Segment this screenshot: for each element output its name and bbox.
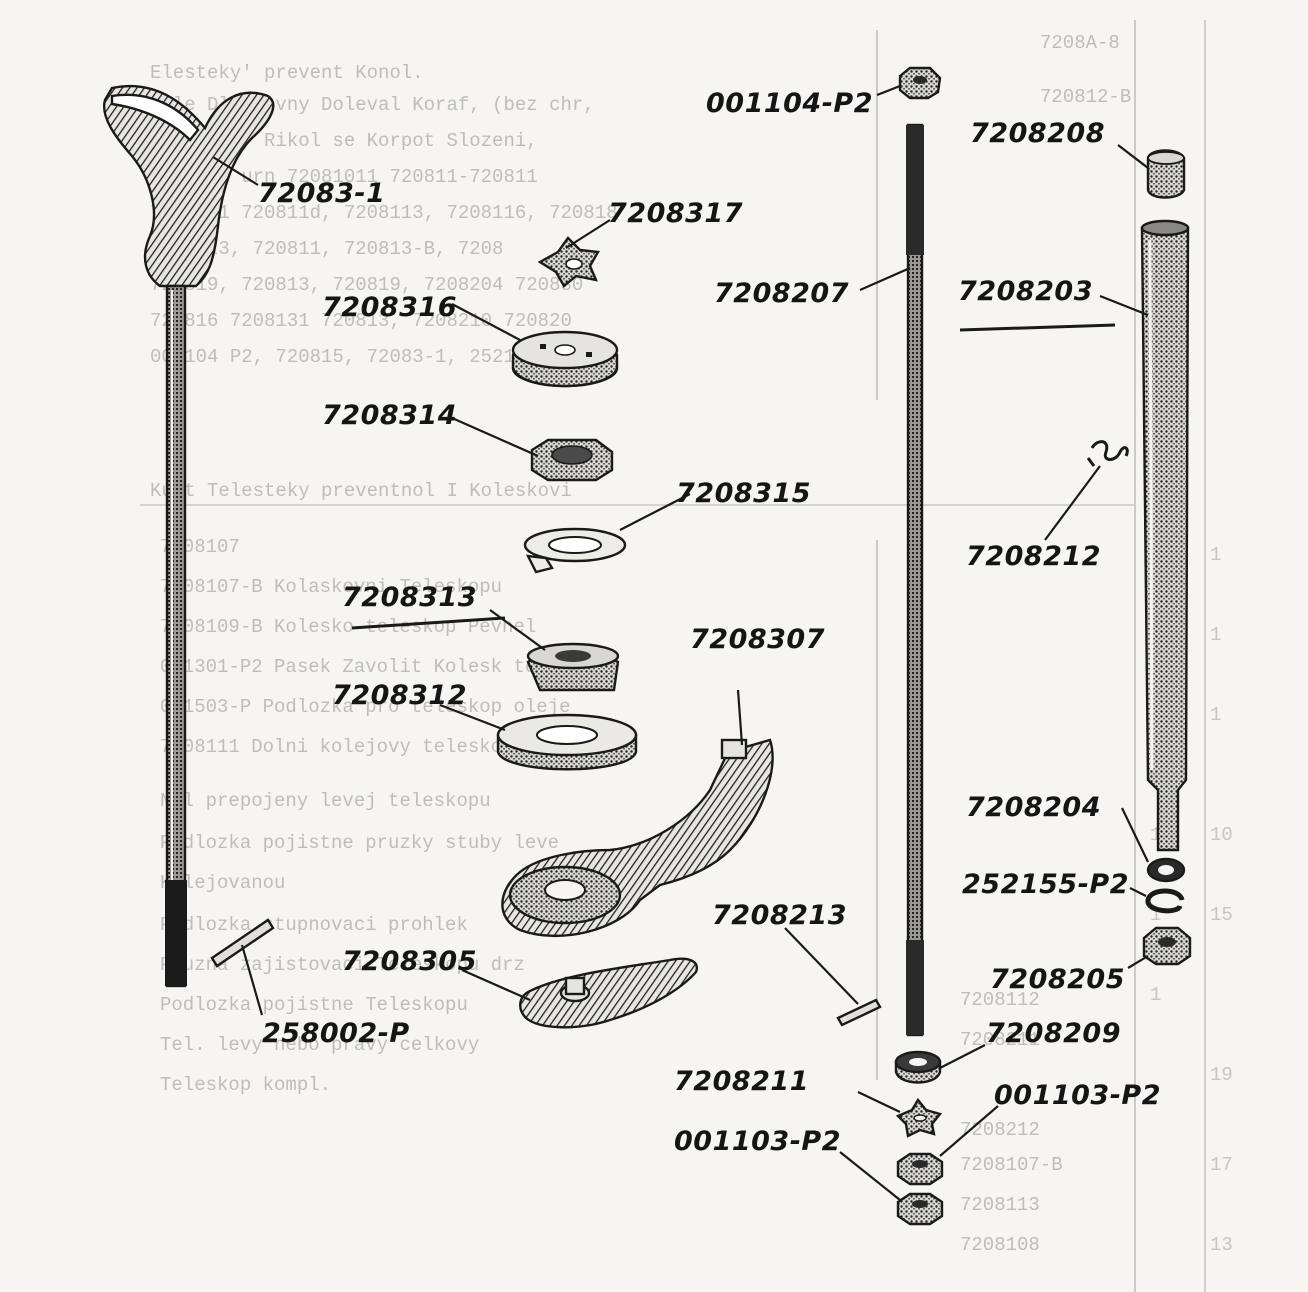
callout-258002-p: 258002-P: [262, 1018, 410, 1049]
callout-7208207: 7208207: [714, 278, 849, 309]
part-7208211-star-washer: [857, 1091, 943, 1138]
part-7208314-hex-nut: [451, 416, 614, 482]
part-72083-1-handle-rod: [102, 85, 275, 988]
svg-text:19: 19: [1210, 1064, 1233, 1086]
part-7208208-plug: [1117, 144, 1186, 199]
callout-252155-p2: 252155-P2: [962, 869, 1129, 900]
callout-7208307: 7208307: [690, 624, 825, 655]
callout-7208305: 7208305: [342, 946, 477, 977]
part-7208316-friction-disc: [451, 303, 619, 388]
part-7208313-knurled-nut: [489, 609, 620, 692]
svg-text:7208A-8: 7208A-8: [1040, 32, 1120, 54]
svg-text:Kurt Telesteky preventnol I Ko: Kurt Telesteky preventnol I Koleskovi: [150, 480, 572, 502]
svg-text:720816 7208131 720813, 7208210: 720816 7208131 720813, 7208210 720820: [150, 310, 572, 332]
svg-text:Podlozka pojistne pruzky stuby: Podlozka pojistne pruzky stuby leve: [160, 832, 559, 854]
part-7208212-spring-clip: [1044, 440, 1129, 541]
svg-text:7208113: 7208113: [960, 1194, 1040, 1216]
callout-72083-1: 72083-1: [258, 178, 385, 209]
callout-001103-p2-upper: 001103-P2: [994, 1080, 1161, 1111]
part-7208205-hex-nut: [1127, 926, 1192, 969]
part-7208315-tab-washer: [523, 493, 691, 574]
svg-text:Teleskop kompl.: Teleskop kompl.: [160, 1074, 331, 1096]
svg-text:1: 1: [1150, 824, 1161, 846]
part-7208307-lever-arm: [501, 689, 774, 938]
callout-7208312: 7208312: [332, 680, 467, 711]
callout-7208313: 7208313: [342, 582, 477, 613]
callout-7208316: 7208316: [322, 292, 457, 323]
callout-7208212: 7208212: [966, 541, 1101, 572]
part-7208209-thick-washer: [894, 1044, 986, 1084]
svg-text:Kolejovanou: Kolejovanou: [160, 872, 285, 894]
part-7208317-star-washer: [537, 219, 611, 288]
svg-text:1: 1: [1210, 544, 1221, 566]
svg-text:1: 1: [1150, 984, 1161, 1006]
part-001103-p2-nut-lower: [839, 1151, 944, 1226]
svg-text:Podlozka stupnovaci prohlek: Podlozka stupnovaci prohlek: [160, 914, 468, 936]
svg-text:001104 P2, 720815, 72083-1, 25: 001104 P2, 720815, 72083-1, 252155-P2: [150, 346, 572, 368]
callout-7208213: 7208213: [712, 900, 847, 931]
callout-7208208: 7208208: [970, 118, 1105, 149]
part-252155-p2-circlip: [1129, 887, 1185, 914]
svg-text:7208112: 7208112: [960, 989, 1040, 1011]
callout-7208314: 7208314: [322, 400, 457, 431]
callout-7208317: 7208317: [608, 198, 743, 229]
svg-text:10: 10: [1210, 824, 1233, 846]
svg-text:Elesteky' prevent Konol.: Elesteky' prevent Konol.: [150, 62, 424, 84]
callout-7208203: 7208203: [958, 276, 1093, 307]
part-7208203-outer-tube: [1099, 219, 1190, 852]
svg-text:Nil prepojeny levej teleskopu: Nil prepojeny levej teleskopu: [160, 790, 491, 812]
part-001103-p2-nut-upper: [896, 1105, 999, 1186]
svg-text:7208107-B Kolaskovni Telesko: 7208107-B Kolaskovni Teleskopu: [160, 576, 502, 598]
callout-7208209: 7208209: [986, 1018, 1121, 1049]
callout-7208211: 7208211: [674, 1066, 809, 1097]
callout-001103-p2-lower: 001103-P2: [674, 1126, 841, 1157]
callout-7208315: 7208315: [676, 478, 811, 509]
pen-mark-stroke: [351, 616, 506, 630]
svg-text:7208107-B: 7208107-B: [960, 1154, 1063, 1176]
svg-text:720819, 720813, 720819, 720820: 720819, 720813, 720819, 7208204 720830: [150, 274, 583, 296]
svg-text:1: 1: [1150, 904, 1161, 926]
part-7208305-lever-plate: [461, 957, 699, 1029]
pen-mark-stroke: [959, 323, 1116, 332]
svg-text:17: 17: [1210, 1154, 1233, 1176]
svg-text:011503-P Podlozka pro teles: 011503-P Podlozka pro teleskop oleje: [160, 696, 570, 718]
svg-text:2 desek urn 72081011 720811-72: 2 desek urn 72081011 720811-720811: [150, 166, 538, 188]
svg-text:13: 13: [1210, 1234, 1233, 1256]
svg-text:Podlozka pojistne Teleskopu: Podlozka pojistne Teleskopu: [160, 994, 468, 1016]
svg-text:001301-P2 Pasek Zavolit Kole: 001301-P2 Pasek Zavolit Kolesk teleskopu: [160, 656, 616, 678]
svg-text:7208211: 7208211: [960, 1029, 1040, 1051]
svg-text:7208108: 7208108: [960, 1234, 1040, 1256]
part-7208312-plain-washer: [439, 703, 638, 771]
part-001104-p2-cap-nut: [876, 66, 942, 100]
svg-text:720812-B: 720812-B: [1040, 86, 1131, 108]
part-7208207-long-stud: [859, 123, 924, 1037]
svg-text:7208123, 720811, 720813-B, 720: 7208123, 720811, 720813-B, 7208: [150, 238, 503, 260]
callout-labels: 001104-P2 72083-1 7208208 7208317 720831…: [258, 88, 1161, 1157]
svg-text:15: 15: [1210, 904, 1233, 926]
part-7208213-small-pin: [784, 927, 882, 1027]
callout-001104-p2: 001104-P2: [706, 88, 873, 119]
svg-text:7208111 720811d, 7208113, 7208: 7208111 720811d, 7208113, 7208116, 72081…: [150, 202, 617, 224]
callout-7208205: 7208205: [990, 964, 1125, 995]
svg-text:7208212: 7208212: [960, 1119, 1040, 1141]
svg-text:1: 1: [1210, 704, 1221, 726]
part-258002-p-pin: [210, 918, 275, 1016]
svg-text:1: 1: [1210, 624, 1221, 646]
part-7208204-small-washer: [1121, 807, 1186, 883]
svg-text:Pruzna zajistovaci Teleskopu d: Pruzna zajistovaci Teleskopu drz: [160, 954, 525, 976]
callout-7208204: 7208204: [966, 792, 1101, 823]
svg-text:7208111 Dolni kolejovy tel: 7208111 Dolni kolejovy teleskop: [160, 736, 513, 758]
svg-text:Tel. levy nebo pravy celkovy: Tel. levy nebo pravy celkovy: [160, 1034, 479, 1056]
